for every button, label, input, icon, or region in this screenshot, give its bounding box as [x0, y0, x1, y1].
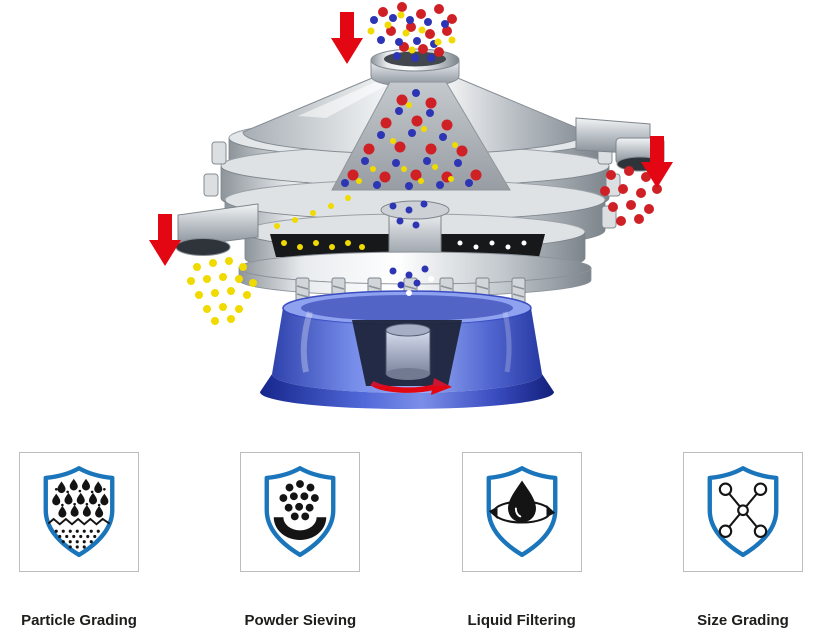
right-outlet-arrow-icon [641, 136, 673, 188]
vibration-motor [352, 320, 462, 395]
screen-band-yellow-particles [281, 240, 365, 250]
particle-grading-icon [43, 466, 115, 558]
feature-label: Size Grading [697, 612, 789, 629]
window-particles-red [347, 94, 482, 183]
feature-particle-grading: Particle Grading [16, 452, 142, 629]
motor-rotation-arrow-icon [370, 378, 452, 395]
liquid-filtering-icon [486, 466, 558, 558]
size-grading-icon [707, 466, 779, 558]
feature-powder-sieving: Powder Sieving [237, 452, 363, 629]
right-outlet-particles [600, 166, 662, 226]
feature-liquid-filtering: Liquid Filtering [459, 452, 585, 629]
feature-card [682, 452, 803, 572]
screen-band-white-particles [457, 240, 527, 250]
feature-label: Particle Grading [21, 612, 137, 629]
feature-card [461, 452, 582, 572]
base-drum [260, 290, 554, 409]
feature-row: Particle Grading Powder Sieving [0, 442, 832, 636]
center-outlet-particles [382, 265, 434, 296]
flow-arrows [149, 12, 673, 266]
machine-illustration-area [149, 2, 673, 409]
feed-particles [367, 2, 457, 62]
base-flange [238, 251, 592, 297]
window-particles-yellow [356, 102, 458, 184]
feature-card [19, 452, 139, 572]
vibrating-sieve-illustration [149, 2, 673, 409]
feature-card [240, 452, 361, 572]
feed-arrow-icon [331, 12, 363, 64]
feature-label: Liquid Filtering [467, 612, 576, 629]
powder-sieving-icon [264, 466, 336, 558]
left-outlet-arrow-icon [149, 214, 181, 266]
feature-size-grading: Size Grading [680, 452, 806, 629]
left-outlet-particles [187, 257, 257, 325]
deck-surface-particles [274, 195, 428, 229]
cutaway-window [331, 81, 511, 191]
feature-label: Powder Sieving [244, 612, 357, 629]
left-outlet-spout [175, 203, 259, 256]
window-particles-blue [341, 89, 473, 190]
